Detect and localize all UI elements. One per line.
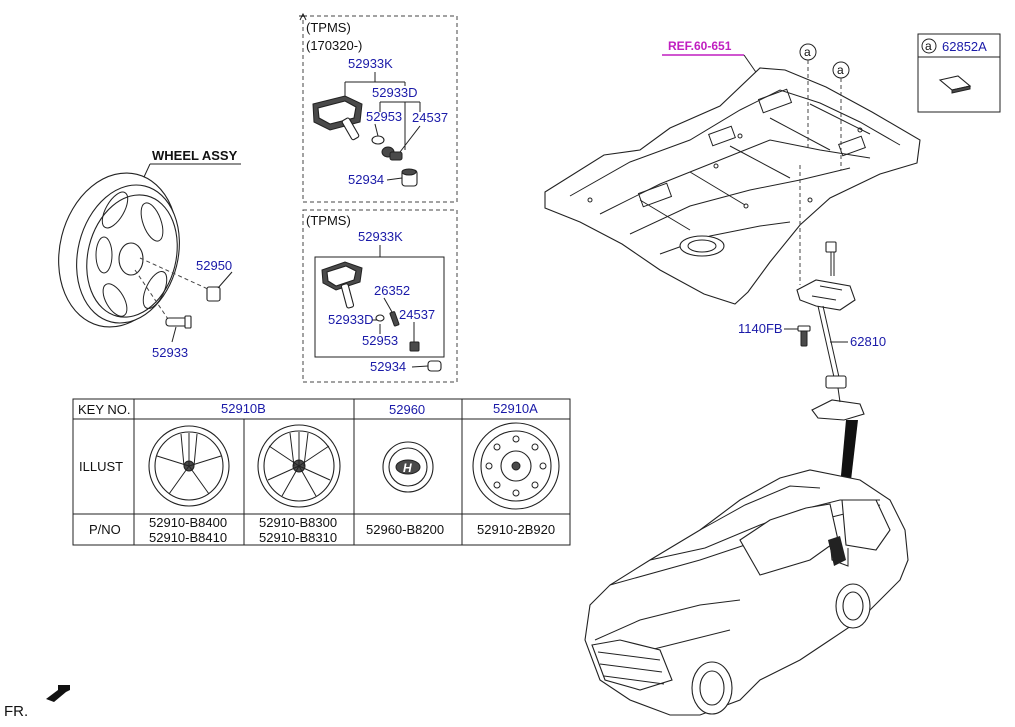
vehicle-drawing [584,469,909,716]
ref-60-651-link[interactable]: REF.60-651 [668,39,732,53]
carrier-62810-drawing[interactable] [796,241,865,421]
wheel-assy-title: WHEEL ASSY [152,148,238,163]
valve-stem-drawing[interactable] [165,315,192,329]
fr-label: FR. [4,703,28,720]
front-arrow-icon [46,685,70,702]
table-row-label-pno: P/NO [89,522,121,537]
alloy-wheel-drawing[interactable] [43,160,194,339]
tpms-old-title: (TPMS) [306,213,351,228]
tpms-new-washer-drawing[interactable] [381,146,403,161]
table-row-label-illust: ILLUST [79,459,123,474]
table-header-52960[interactable]: 52960 [389,402,425,417]
tpms-new-sensor-drawing[interactable] [312,95,363,141]
tpms-old-24537-label[interactable]: 24537 [399,307,435,322]
hub-cap-illustration: H [382,441,434,493]
pno-52960-b8200: 52960-B8200 [366,522,444,537]
floor-panel-drawing[interactable] [544,67,921,305]
floor-callout-a-right[interactable]: a [837,63,844,77]
part-1140fb-label[interactable]: 1140FB [738,321,783,336]
part-62810-label[interactable]: 62810 [850,334,886,349]
pno-52910-b8310: 52910-B8310 [259,530,337,545]
pno-52910-b8400: 52910-B8400 [149,515,227,530]
pno-52910-b8300: 52910-B8300 [259,515,337,530]
tpms-new-24537-label[interactable]: 24537 [412,110,448,125]
tpms-old-sensor-drawing[interactable] [321,261,363,309]
rear-floor-panel: REF.60-651 a a [544,39,921,305]
tpms-old-26352-label[interactable]: 26352 [374,283,410,298]
lug-nut-drawing[interactable] [206,286,221,302]
alloy-wheel-b8400-illustration [148,425,230,507]
parts-table: KEY NO. 52910B 52960 52910A ILLUST P/NO … [72,398,571,546]
alloy-wheel-b8300-illustration [257,424,341,508]
tpms-old-52934-label[interactable]: 52934 [370,359,406,374]
table-header-key-no: KEY NO. [78,402,131,417]
tpms-new-title: (TPMS) [306,20,351,35]
tpms-old-group: (TPMS) 52933K 26352 52933D 24537 52953 5… [302,209,458,383]
tpms-new-52933k-label[interactable]: 52933K [348,56,393,71]
tpms-new-52953-label[interactable]: 52953 [366,109,402,124]
tpms-old-screw-drawing[interactable] [389,311,400,327]
tpms-new-date: (170320-) [306,38,362,53]
tpms-old-grommet-drawing[interactable] [375,314,385,322]
wheel-assy-group: WHEEL ASSY 52950 52933 [43,148,241,360]
part-52933-label[interactable]: 52933 [152,345,188,360]
tpms-new-grommet-drawing[interactable] [371,135,385,145]
tpms-old-nut-drawing[interactable] [409,341,420,352]
part-52950-label[interactable]: 52950 [196,258,232,273]
callout-box: a 62852A [917,33,1001,113]
pad-62852a-drawing[interactable] [938,75,972,94]
bolt-1140fb-drawing[interactable] [797,325,811,347]
callout-symbol-a: a [925,39,932,53]
tpms-old-cap-drawing[interactable] [427,360,442,372]
tpms-new-group: (TPMS) (170320-) 52933K 52933D 52953 245… [299,12,458,203]
tpms-old-52933k-label[interactable]: 52933K [358,229,403,244]
svg-text:H: H [403,461,412,475]
front-direction-marker: FR. [4,685,70,720]
table-header-52910a[interactable]: 52910A [493,401,538,416]
steel-wheel-illustration [472,422,560,510]
pno-52910-2b920: 52910-2B920 [477,522,555,537]
tpms-old-52953-label[interactable]: 52953 [362,333,398,348]
tpms-new-52934-label[interactable]: 52934 [348,172,384,187]
floor-callout-a-left[interactable]: a [804,45,811,59]
pno-52910-b8410: 52910-B8410 [149,530,227,545]
tpms-old-52933d-label[interactable]: 52933D [328,312,374,327]
callout-62852a-label[interactable]: 62852A [942,39,987,54]
tpms-new-52933d-label[interactable]: 52933D [372,85,418,100]
tpms-new-cap-drawing[interactable] [401,168,418,187]
table-header-52910b[interactable]: 52910B [221,401,266,416]
